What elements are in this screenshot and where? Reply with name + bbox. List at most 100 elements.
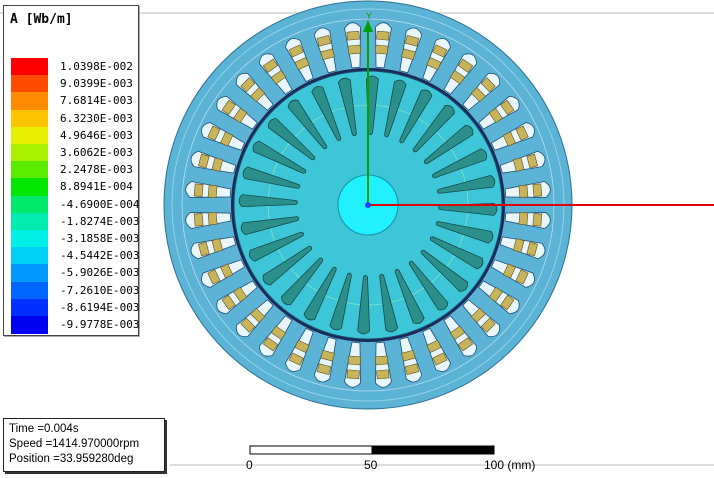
rotor-bar [287,99,328,150]
legend-swatch [11,264,48,283]
stator-slot [201,259,246,288]
info-speed: Speed =1414.970000rpm [9,438,140,450]
legend-label: 6.3230E-003 [60,111,133,125]
stator-slot [462,299,501,338]
legend-label: -4.6900E-004 [60,197,140,211]
stator-slot [504,211,551,229]
coil-conductor [288,44,304,58]
stator-slot [499,236,546,260]
rotor-bar [379,273,399,333]
stator-slot [399,27,423,74]
coil-conductor [432,352,448,366]
stator-slot [185,181,232,199]
rotor-bar [438,202,498,216]
coil-conductor [449,70,466,85]
legend-label: -5.9026E-003 [60,266,140,280]
legend-label: -4.5442E-003 [60,249,140,263]
coil-conductor [233,286,248,303]
scale-label-0: 0 [246,458,253,472]
stator-slot [185,211,232,229]
coil-conductor [316,35,332,47]
coil-conductor [532,213,543,227]
stator-slot [490,122,535,151]
coil-conductor [480,77,496,93]
coil-conductor [457,337,474,352]
stator-slot [258,315,293,357]
stator-slot [313,336,337,383]
coil-conductor [346,30,360,41]
rotor-bar [365,75,379,135]
coil-conductor [500,294,515,311]
stator-slot [422,327,451,372]
coil-conductor [515,125,529,141]
coil-conductor [221,294,236,311]
rotor-bar [423,124,474,165]
coil-conductor [376,369,390,380]
legend-swatch [11,281,48,300]
simulation-info-box[interactable]: Time =0.004s Speed =1414.970000rpm Posit… [3,418,165,472]
stator-slot [374,341,392,388]
stator-slot [285,38,314,83]
coil-conductor [198,153,210,169]
stator-slot [504,181,551,199]
legend-label: 1.0398E-002 [60,60,133,73]
coil-conductor [220,131,234,147]
coil-conductor [401,48,416,61]
legend-swatch [11,212,48,231]
coil-conductor [240,317,256,333]
stator-slot [201,122,246,151]
coil-conductor [518,211,529,226]
stator-slot [443,53,478,95]
coil-conductor [211,157,224,172]
rotor-bar [238,194,298,208]
coil-conductor [220,263,234,279]
rotor-bar [412,104,455,153]
legend-label: 9.0399E-003 [60,77,133,91]
rotor-bar [252,140,307,174]
legend-swatch [11,75,48,93]
info-time: Time =0.004s [9,423,79,435]
rotor-bar [303,266,337,321]
rotor-bar [394,269,425,325]
legend-swatch [11,178,48,197]
coil-conductor [374,355,389,366]
coil-conductor [250,87,266,103]
coil-conductor [512,157,525,172]
rotor-bar [435,221,494,244]
stator-slot [462,72,501,111]
rotor-bar [248,231,304,262]
rotor-bar [311,85,342,141]
rotor-bar [281,257,324,306]
legend-swatch [11,247,48,265]
scale-bar [249,445,495,455]
stator-slot [313,27,337,74]
stator-slot [490,259,535,288]
legend-label: 4.9646E-003 [60,128,133,142]
coil-conductor [207,184,218,199]
stator-slot [258,53,293,95]
legend-label: 2.2478E-003 [60,163,133,177]
field-legend[interactable]: A [Wb/m] 1.0398E-002 9.0399E-003 7.6814E-0… [3,5,139,336]
coil-conductor [500,99,515,116]
coil-conductor [233,107,248,124]
coil-conductor [294,57,310,71]
stator-slot [478,280,520,315]
legend-label: -8.6194E-003 [60,300,140,314]
legend-swatch [11,144,48,162]
coil-conductor [193,213,204,227]
legend-label: 7.6814E-003 [60,94,133,108]
legend-label: -1.8274E-003 [60,214,140,228]
coil-conductor [376,30,390,41]
coil-conductor [193,183,204,197]
legend-swatch [11,298,48,317]
rotor-bar [357,275,371,335]
coil-conductor [262,58,279,73]
coil-conductor [526,241,538,257]
coil-conductor [207,125,221,141]
origin-marker [365,202,371,208]
coil-conductor [270,70,287,85]
coil-conductor [288,352,304,366]
legend-title: A [Wb/m] [10,12,73,27]
